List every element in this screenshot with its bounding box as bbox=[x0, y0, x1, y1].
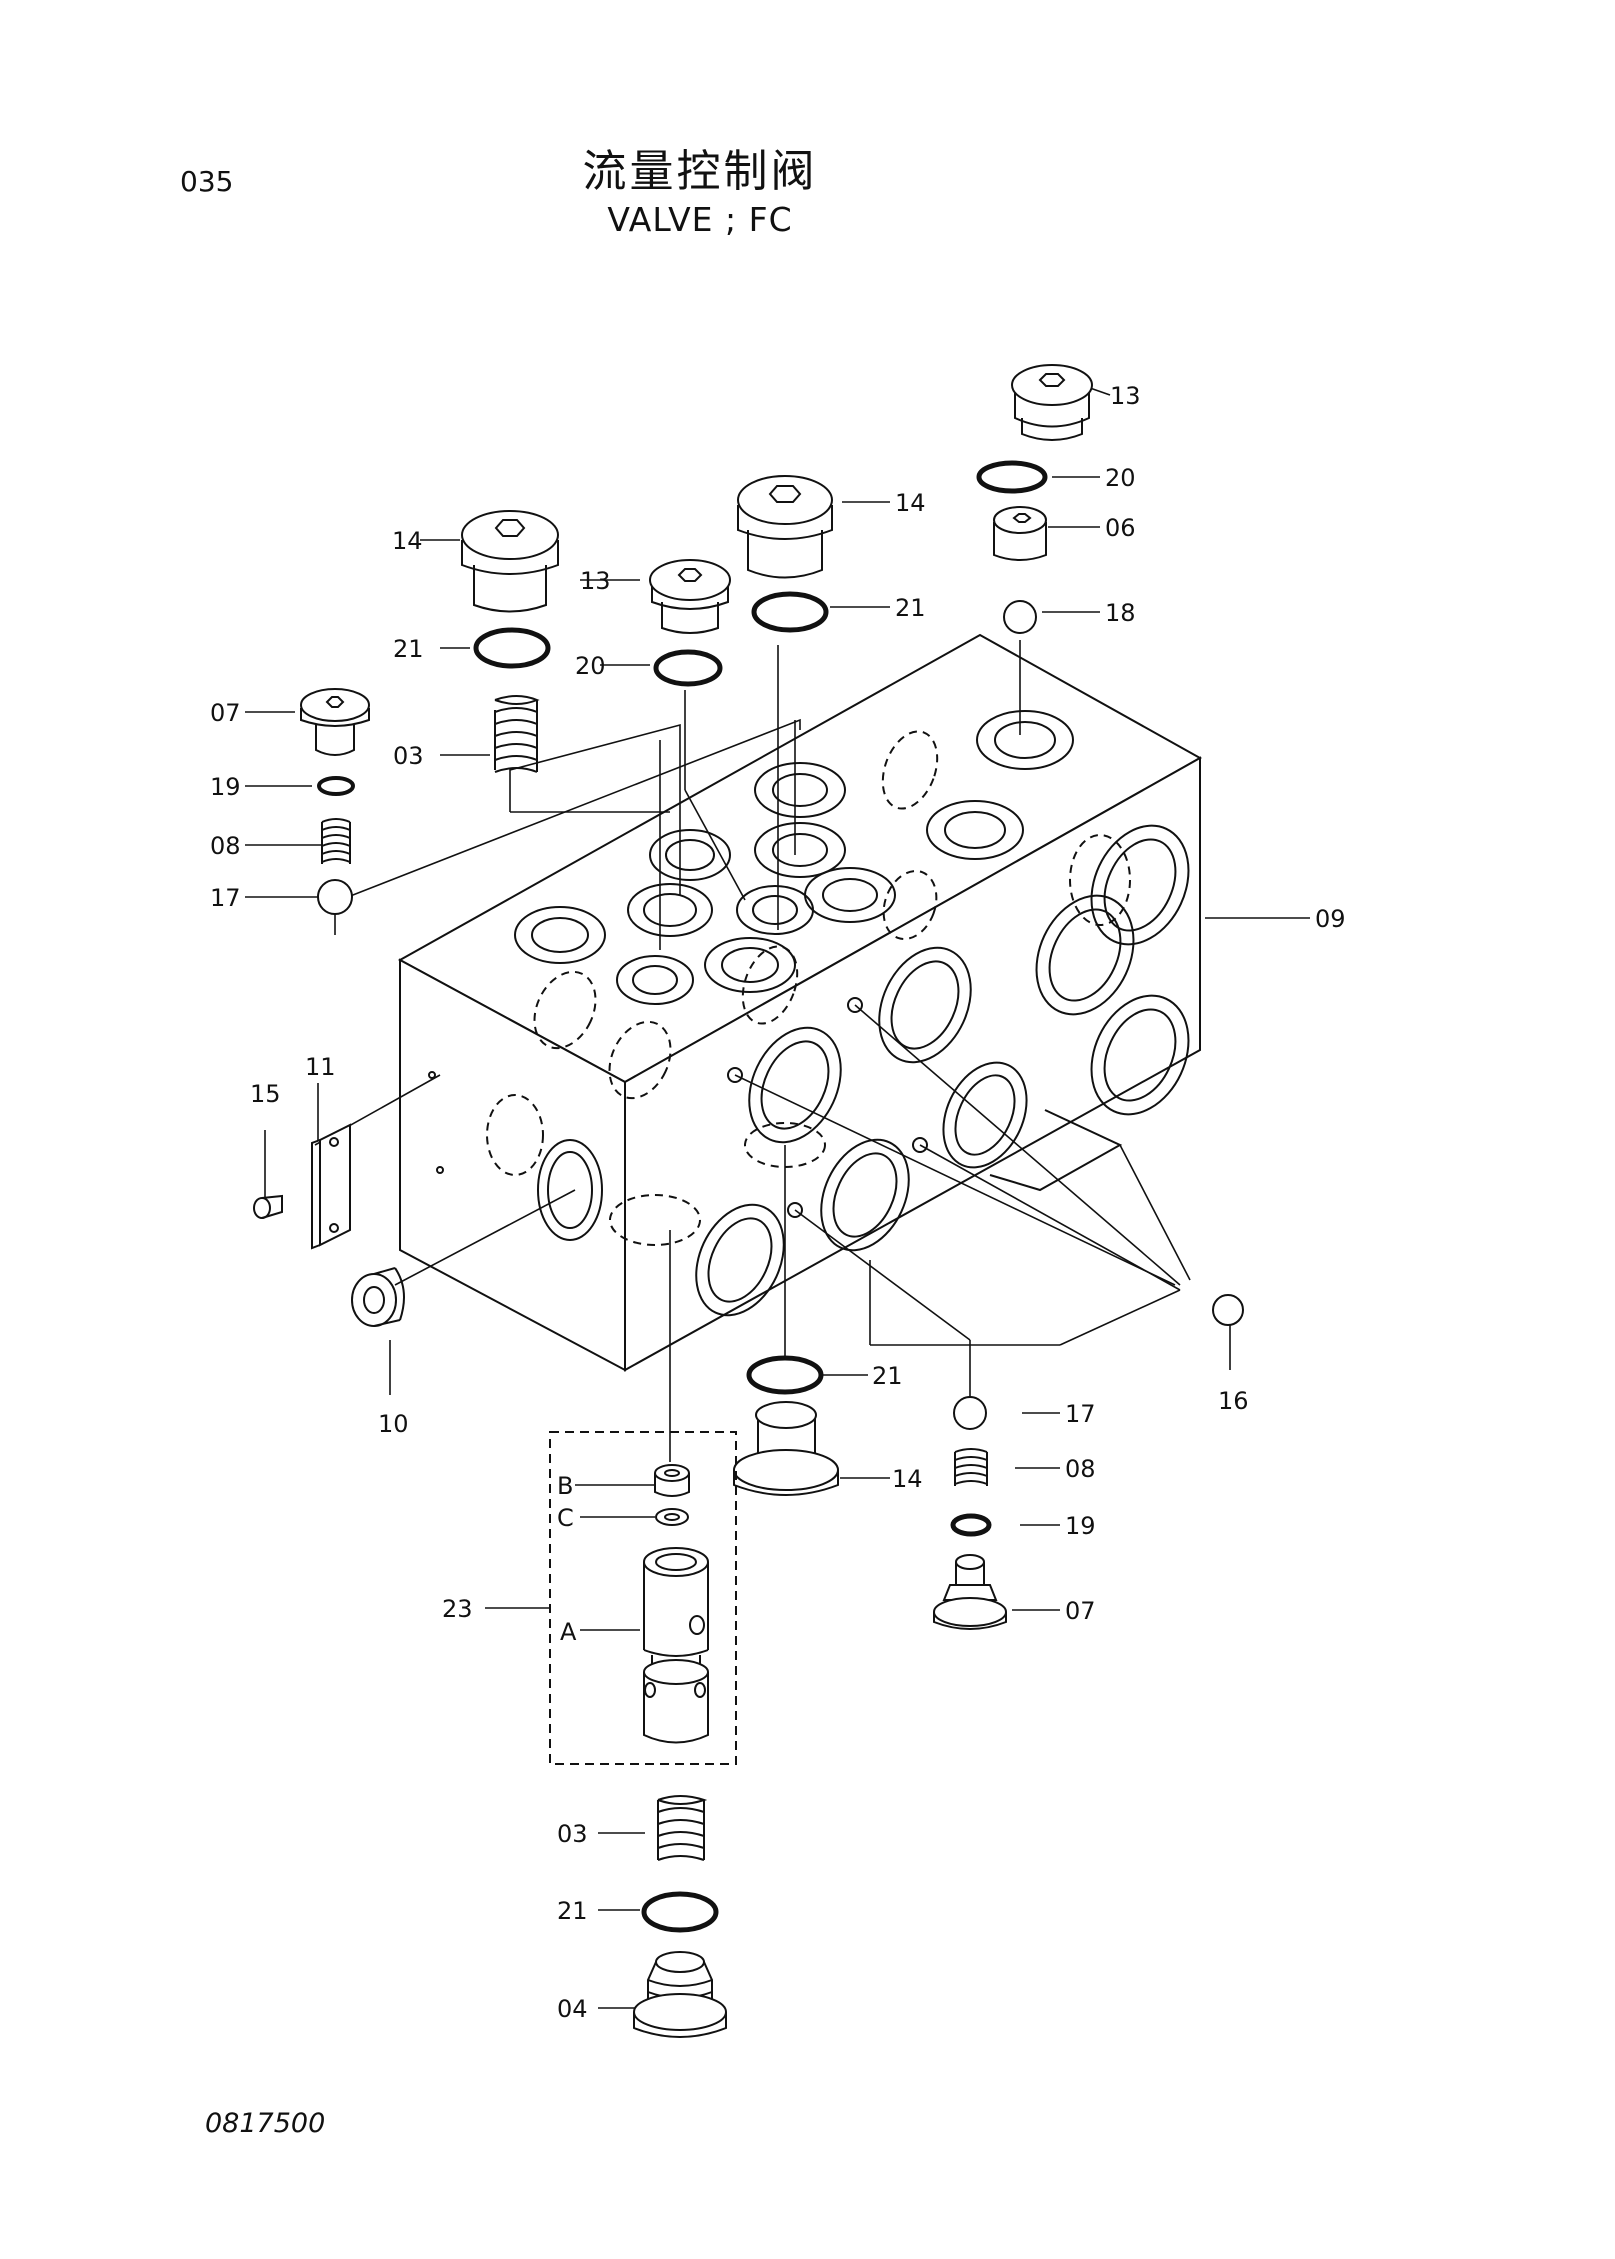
title-chinese: 流量控制阀 bbox=[582, 146, 818, 197]
callout-07-left: 07 bbox=[210, 699, 241, 727]
plug-13-top bbox=[1011, 364, 1093, 441]
oring-21-left bbox=[473, 627, 551, 669]
callout-21-middle: 21 bbox=[895, 594, 926, 622]
callout-b: B bbox=[557, 1472, 573, 1500]
callout-19-right: 19 bbox=[1065, 1512, 1096, 1540]
callout-10: 10 bbox=[378, 1410, 409, 1438]
oring-20-top bbox=[976, 460, 1048, 494]
oring-20-left bbox=[653, 649, 723, 687]
callout-21-lowest: 21 bbox=[557, 1897, 588, 1925]
callout-c: C bbox=[557, 1504, 574, 1532]
callout-20-top: 20 bbox=[1105, 464, 1136, 492]
ball-17-right bbox=[953, 1396, 987, 1430]
spring-08-right bbox=[954, 1448, 988, 1486]
callout-20-left: 20 bbox=[575, 652, 606, 680]
oring-19-right bbox=[950, 1513, 992, 1537]
callout-13-left: 13 bbox=[580, 567, 611, 595]
plug-07-right bbox=[933, 1554, 1007, 1630]
callout-09: 09 bbox=[1315, 905, 1346, 933]
callout-11: 11 bbox=[305, 1053, 336, 1081]
spring-08-left bbox=[321, 818, 351, 864]
part-b bbox=[654, 1464, 690, 1497]
ball-17-left bbox=[317, 879, 353, 915]
ball-18 bbox=[1003, 600, 1037, 634]
callout-13-top: 13 bbox=[1110, 382, 1141, 410]
assembly-23-box bbox=[549, 1431, 737, 1765]
callout-18: 18 bbox=[1105, 599, 1136, 627]
callout-03-bottom: 03 bbox=[557, 1820, 588, 1848]
plug-04 bbox=[633, 1951, 727, 2038]
callout-15: 15 bbox=[250, 1080, 281, 1108]
callout-08-right: 08 bbox=[1065, 1455, 1096, 1483]
oring-21-bottom bbox=[746, 1355, 824, 1395]
callout-23: 23 bbox=[442, 1595, 473, 1623]
left-face-ports bbox=[428, 970, 672, 1241]
callout-17-right: 17 bbox=[1065, 1400, 1096, 1428]
callout-14-middle: 14 bbox=[895, 489, 926, 517]
plug-14-left bbox=[461, 510, 559, 613]
title-english: VALVE ; FC bbox=[607, 200, 793, 239]
leader-lines bbox=[245, 387, 1310, 2009]
plug-06 bbox=[993, 506, 1047, 561]
callout-14-left: 14 bbox=[392, 527, 423, 555]
cover-11 bbox=[311, 1123, 351, 1250]
plug-13-left bbox=[649, 559, 731, 634]
top-face-ports bbox=[514, 710, 1074, 1025]
oring-21-lowest bbox=[641, 1891, 719, 1933]
plug-14-bottom bbox=[733, 1401, 839, 1496]
callout-07-right: 07 bbox=[1065, 1597, 1096, 1625]
oring-19-left bbox=[317, 776, 355, 796]
spool-a bbox=[643, 1547, 709, 1744]
spring-03-left bbox=[494, 695, 540, 773]
plug-14-middle bbox=[737, 475, 833, 579]
callout-03-left: 03 bbox=[393, 742, 424, 770]
page-number: 035 bbox=[180, 165, 234, 198]
plug-10 bbox=[351, 1267, 405, 1327]
callout-16: 16 bbox=[1218, 1387, 1249, 1415]
callout-19-left: 19 bbox=[210, 773, 241, 801]
callout-21-bottom: 21 bbox=[872, 1362, 903, 1390]
ball-16 bbox=[1212, 1294, 1244, 1326]
callout-a: A bbox=[560, 1618, 577, 1646]
valve-block bbox=[397, 633, 1203, 1372]
part-c bbox=[655, 1508, 689, 1526]
callout-08-left: 08 bbox=[210, 832, 241, 860]
callout-21-left: 21 bbox=[393, 635, 424, 663]
callout-06: 06 bbox=[1105, 514, 1136, 542]
callout-17-left: 17 bbox=[210, 884, 241, 912]
screw-15 bbox=[253, 1194, 283, 1219]
spring-03-bottom bbox=[657, 1795, 708, 1861]
plug-07-left bbox=[300, 688, 370, 756]
drawing-number: 0817500 bbox=[205, 2108, 326, 2139]
callout-14-bottom: 14 bbox=[892, 1465, 923, 1493]
callout-04: 04 bbox=[557, 1995, 588, 2023]
oring-21-middle bbox=[751, 591, 829, 633]
